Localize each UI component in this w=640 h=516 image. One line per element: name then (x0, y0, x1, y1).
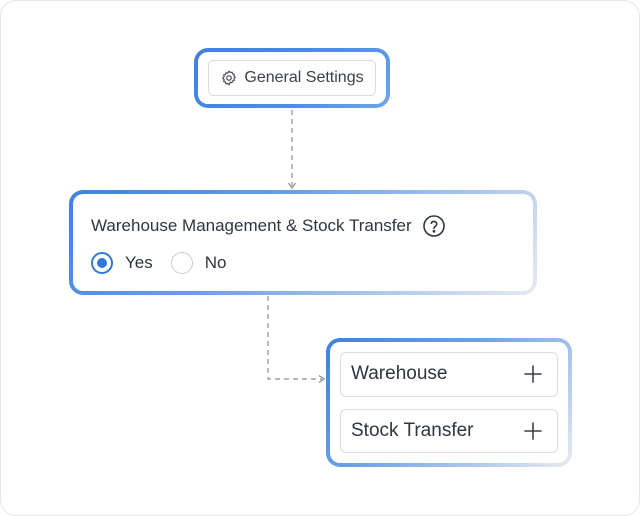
radio-option-no[interactable]: No (170, 252, 227, 274)
general-settings-label: General Settings (244, 69, 364, 86)
modules-node: Warehouse Stock Transfer (326, 338, 572, 467)
general-settings-node: General Settings (194, 48, 390, 108)
connector-arrowhead (318, 375, 326, 383)
radio-yes-label: Yes (125, 253, 153, 272)
connector-question-to-modules (267, 296, 322, 380)
plus-icon[interactable] (523, 364, 543, 384)
radio-no-label: No (204, 253, 227, 272)
module-warehouse-label: Warehouse (351, 363, 448, 385)
connector-arrowhead (288, 182, 296, 190)
radio-yes-circle[interactable] (91, 252, 113, 274)
radio-group: Yes No (91, 252, 515, 274)
question-title-row: Warehouse Management & Stock Transfer (91, 214, 515, 238)
question-mark-icon[interactable] (422, 214, 446, 238)
module-warehouse[interactable]: Warehouse (340, 352, 558, 397)
gear-icon (222, 70, 237, 86)
module-stock-transfer[interactable]: Stock Transfer (340, 408, 558, 453)
radio-no-circle[interactable] (170, 252, 193, 274)
question-title: Warehouse Management & Stock Transfer (91, 216, 412, 235)
plus-icon[interactable] (523, 421, 543, 441)
module-stock-transfer-label: Stock Transfer (351, 419, 474, 441)
warehouse-question-node: Warehouse Management & Stock Transfer Ye… (69, 190, 537, 295)
radio-option-yes[interactable]: Yes (91, 252, 153, 274)
general-settings-button[interactable]: General Settings (208, 60, 376, 96)
